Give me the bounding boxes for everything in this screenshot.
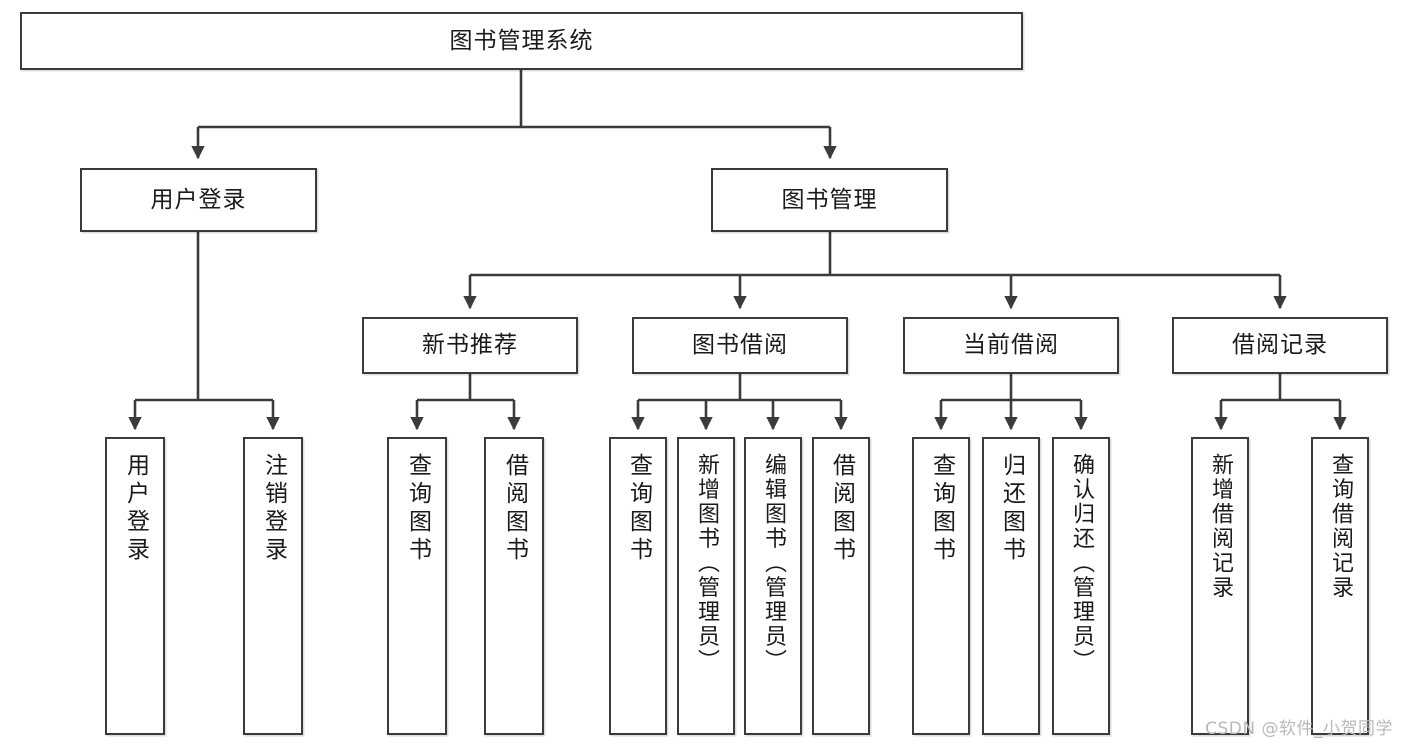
node-book-borrow[interactable]: 图书借阅 xyxy=(632,317,848,374)
node-leaf-query-book-1[interactable]: 查询图书 xyxy=(387,437,447,735)
node-label: 借阅图书 xyxy=(828,453,855,565)
node-leaf-edit-book[interactable]: 编辑图书（管理员） xyxy=(744,437,802,735)
node-label: 图书管理系统 xyxy=(449,27,594,54)
node-label: 查询借阅记录 xyxy=(1328,453,1353,600)
node-leaf-add-record[interactable]: 新增借阅记录 xyxy=(1191,437,1249,735)
node-borrow-record[interactable]: 借阅记录 xyxy=(1172,317,1388,374)
node-leaf-query-record[interactable]: 查询借阅记录 xyxy=(1311,437,1369,735)
node-label: 查询图书 xyxy=(625,453,652,565)
node-leaf-confirm-return[interactable]: 确认归还（管理员） xyxy=(1052,437,1110,735)
node-leaf-add-book[interactable]: 新增图书（管理员） xyxy=(677,437,735,735)
node-label: 图书借阅 xyxy=(692,332,788,359)
node-label: 借阅图书 xyxy=(501,453,528,565)
node-root-system[interactable]: 图书管理系统 xyxy=(20,12,1023,70)
node-book-management[interactable]: 图书管理 xyxy=(711,168,948,232)
node-leaf-borrow-book-1[interactable]: 借阅图书 xyxy=(484,437,544,735)
node-new-book-recommend[interactable]: 新书推荐 xyxy=(362,317,578,374)
node-leaf-user-logout[interactable]: 注销登录 xyxy=(243,437,303,735)
node-leaf-return-book[interactable]: 归还图书 xyxy=(982,437,1040,735)
node-label: 借阅记录 xyxy=(1232,332,1328,359)
node-leaf-user-login[interactable]: 用户登录 xyxy=(105,437,165,735)
watermark-text: CSDN @软件_小贺同学 xyxy=(1205,719,1393,739)
node-label: 归还图书 xyxy=(998,453,1025,565)
node-leaf-query-book-2[interactable]: 查询图书 xyxy=(609,437,667,735)
node-label: 当前借阅 xyxy=(963,332,1059,359)
node-label: 查询图书 xyxy=(404,453,431,565)
node-label: 用户登录 xyxy=(150,186,247,213)
node-label: 确认归还（管理员） xyxy=(1069,453,1094,674)
node-label: 图书管理 xyxy=(781,186,878,213)
node-user-login[interactable]: 用户登录 xyxy=(80,168,317,232)
node-label: 注销登录 xyxy=(260,453,287,565)
node-label: 新书推荐 xyxy=(422,332,518,359)
node-label: 新增图书（管理员） xyxy=(694,453,719,674)
node-leaf-borrow-book-2[interactable]: 借阅图书 xyxy=(812,437,870,735)
node-current-borrow[interactable]: 当前借阅 xyxy=(903,317,1119,374)
node-leaf-query-book-3[interactable]: 查询图书 xyxy=(912,437,970,735)
node-label: 新增借阅记录 xyxy=(1208,453,1233,600)
node-label: 用户登录 xyxy=(122,453,149,565)
node-label: 查询图书 xyxy=(928,453,955,565)
node-label: 编辑图书（管理员） xyxy=(761,453,786,674)
